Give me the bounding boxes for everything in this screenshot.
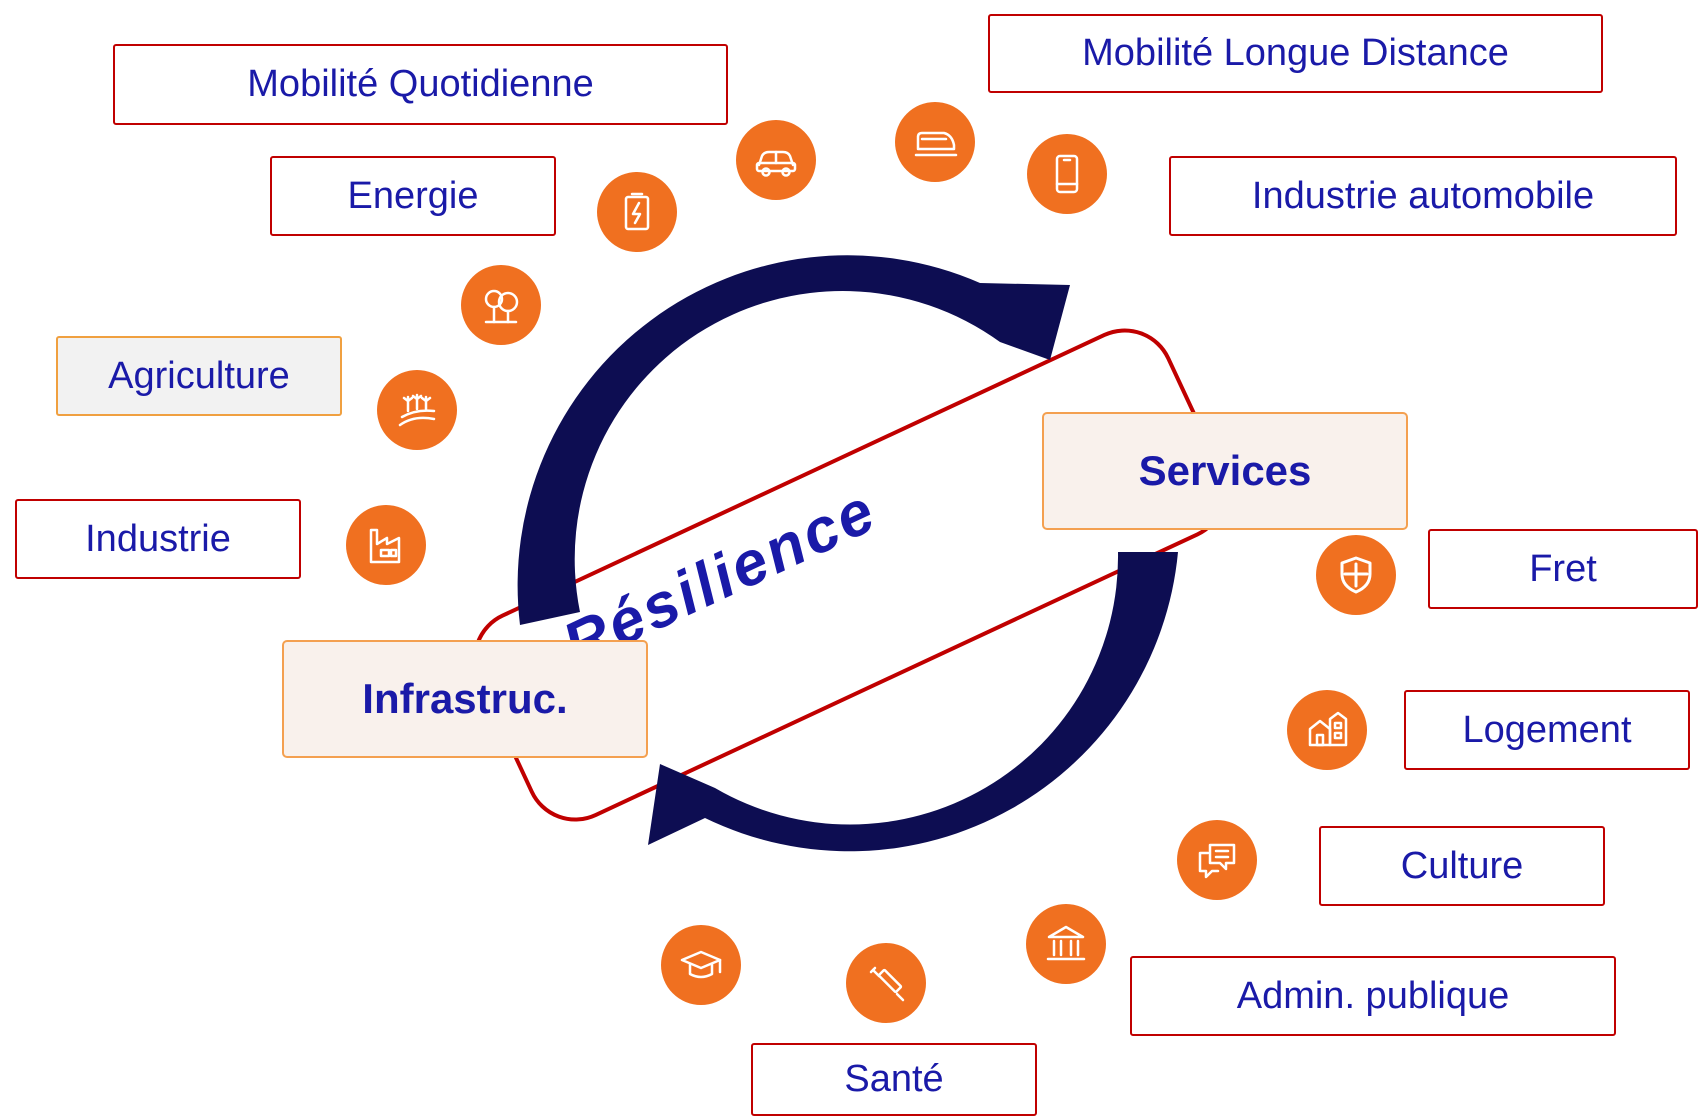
smartphone-icon xyxy=(1027,134,1107,214)
sector-mobilite-quotidienne: Mobilité Quotidienne xyxy=(113,44,728,125)
sector-admin-publique: Admin. publique xyxy=(1130,956,1616,1036)
shield-icon xyxy=(1316,535,1396,615)
graduation-cap-icon xyxy=(661,925,741,1005)
car-icon xyxy=(736,120,816,200)
crops-icon xyxy=(377,370,457,450)
train-icon xyxy=(895,102,975,182)
factory-icon xyxy=(346,505,426,585)
battery-icon xyxy=(597,172,677,252)
sector-culture: Culture xyxy=(1319,826,1605,906)
speech-bubble-icon xyxy=(1177,820,1257,900)
infrastructure-node: Infrastruc. xyxy=(282,640,648,758)
sector-industrie-automobile: Industrie automobile xyxy=(1169,156,1677,236)
trees-icon xyxy=(461,265,541,345)
sector-mobilite-longue-distance: Mobilité Longue Distance xyxy=(988,14,1603,93)
cycle-arrow-bottom xyxy=(648,552,1178,852)
government-building-icon xyxy=(1026,904,1106,984)
house-icon xyxy=(1287,690,1367,770)
sector-energie: Energie xyxy=(270,156,556,236)
sector-sante: Santé xyxy=(751,1043,1037,1116)
syringe-icon xyxy=(846,943,926,1023)
sector-industrie: Industrie xyxy=(15,499,301,579)
sector-logement: Logement xyxy=(1404,690,1690,770)
sector-fret: Fret xyxy=(1428,529,1698,609)
cycle-arrow-top xyxy=(517,255,1070,626)
sector-agriculture: Agriculture xyxy=(56,336,342,416)
services-node: Services xyxy=(1042,412,1408,530)
